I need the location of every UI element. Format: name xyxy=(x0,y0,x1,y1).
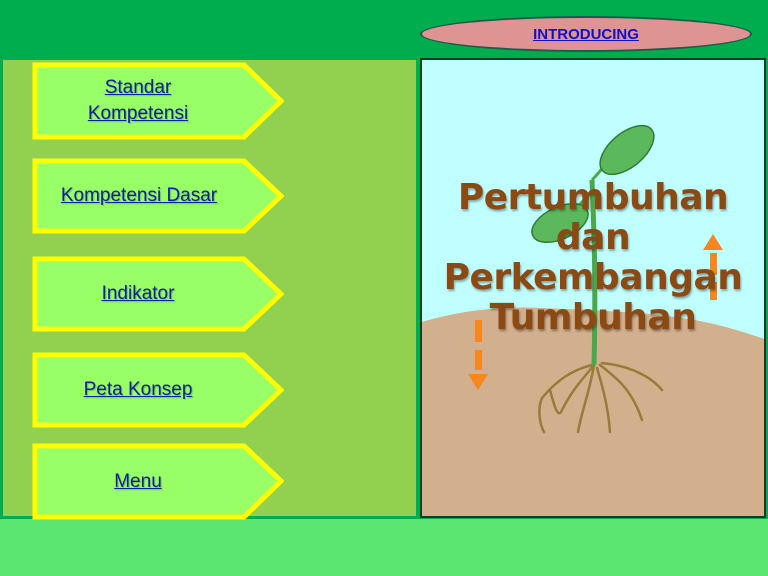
bottom-band xyxy=(0,516,768,576)
leaf-icon xyxy=(531,202,589,244)
plant-growth-illustration: Pertumbuhan dan Perkembangan Tumbuhan xyxy=(420,58,766,518)
arrow-up-icon xyxy=(703,234,723,300)
nav-label[interactable]: Standar Kompetensi xyxy=(32,62,244,140)
nav-button-indikator[interactable]: Indikator xyxy=(32,256,284,332)
nav-label[interactable]: Kompetensi Dasar xyxy=(60,185,218,206)
introducing-badge[interactable]: INTRODUCING xyxy=(420,16,752,52)
nav-button-peta-konsep[interactable]: Peta Konsep xyxy=(32,352,284,428)
title-line: Tumbuhan xyxy=(489,297,697,338)
pentagon-arrow-shape xyxy=(32,352,284,428)
nav-label[interactable]: Indikator xyxy=(101,283,175,304)
slide-title: Pertumbuhan dan Perkembangan Tumbuhan xyxy=(422,178,764,338)
pentagon-arrow-shape xyxy=(32,158,284,234)
title-line: Pertumbuhan xyxy=(457,177,729,218)
pentagon-arrow-shape xyxy=(32,256,284,332)
title-line: Perkembangan xyxy=(443,257,743,298)
pentagon-arrow-shape xyxy=(32,62,284,140)
plant-scene xyxy=(422,124,764,516)
nav-button-kompetensi-dasar[interactable]: Kompetensi Dasar xyxy=(32,158,284,234)
roots-icon xyxy=(538,361,664,434)
pentagon-arrow-shape xyxy=(32,443,284,520)
left-edge xyxy=(0,58,3,518)
nav-button-menu[interactable]: Menu xyxy=(32,443,284,520)
nav-label-line1: Standar xyxy=(104,77,172,98)
leaf-icon xyxy=(599,124,655,176)
title-line: dan xyxy=(555,217,631,258)
nav-label[interactable]: Menu xyxy=(114,470,162,492)
nav-label-line2: Kompetensi xyxy=(87,103,189,124)
arrow-down-icon xyxy=(468,320,488,390)
introducing-link[interactable]: INTRODUCING xyxy=(533,25,639,43)
nav-button-standar-kompetensi[interactable]: Standar Kompetensi xyxy=(32,62,284,140)
nav-label[interactable]: Peta Konsep xyxy=(83,379,193,400)
